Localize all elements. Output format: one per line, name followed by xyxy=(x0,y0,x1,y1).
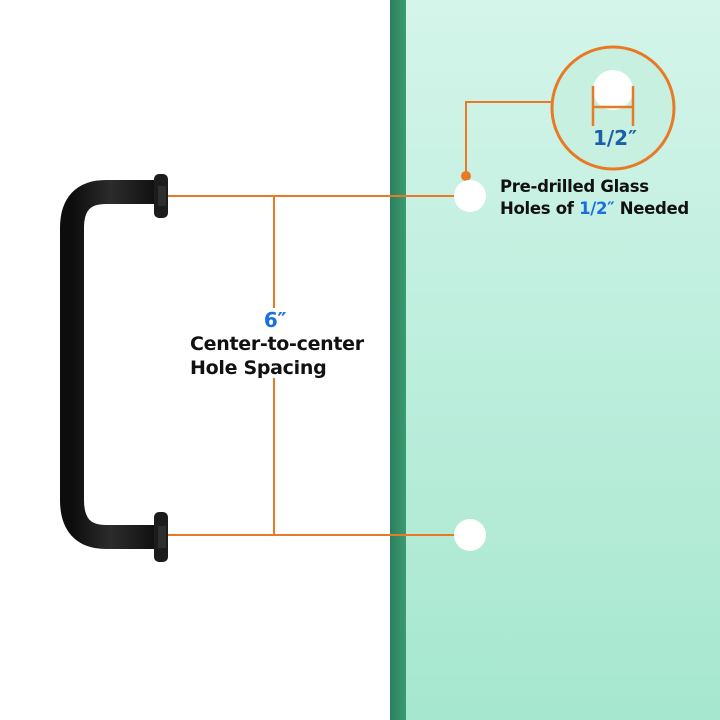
spacing-label-line2: Hole Spacing xyxy=(190,357,327,379)
glass-holes-annotation: Pre-drilled Glass Holes of 1/2″ Needed xyxy=(500,176,689,220)
holes-label-prefix: Holes of xyxy=(500,199,580,218)
zoom-callout-leader xyxy=(465,101,553,176)
bottom-drill-hole-icon xyxy=(454,519,486,551)
door-pull-handle-icon xyxy=(60,174,168,562)
measurement-lines xyxy=(168,101,553,536)
hole-diameter-label: 1/2″ xyxy=(592,126,638,150)
magnified-hole-icon xyxy=(550,45,676,171)
spacing-label-line1: Center-to-center xyxy=(190,333,364,355)
holes-size-value: 1/2″ xyxy=(579,199,615,218)
holes-label-suffix: Needed xyxy=(614,199,690,218)
diameter-measure-icon xyxy=(591,86,635,126)
spacing-value: 6″ xyxy=(263,308,287,332)
callout-dot xyxy=(461,171,471,181)
hole-spacing-annotation: 6″ Center-to-center Hole Spacing xyxy=(190,308,364,380)
holes-label-line1: Pre-drilled Glass xyxy=(500,177,649,196)
top-drill-hole-icon xyxy=(454,180,486,212)
